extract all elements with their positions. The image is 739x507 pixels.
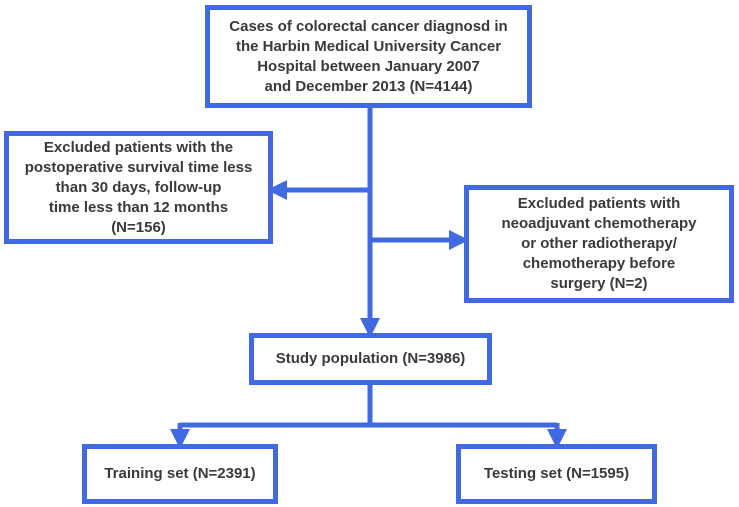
left-exclusion-line: Excluded patients with the bbox=[43, 138, 234, 156]
right-exclusion-line: chemotherapy before bbox=[522, 255, 676, 272]
training-set-label: Training set (N=2391) bbox=[104, 465, 256, 482]
right-exclusion-box: Excluded patients with neoadjuvant chemo… bbox=[464, 185, 734, 303]
left-exclusion-line: time less than 12 months bbox=[48, 198, 229, 216]
right-exclusion-line: Excluded patients with bbox=[517, 195, 681, 212]
right-exclusion-line: neoadjuvant chemotherapy bbox=[501, 215, 697, 232]
cohort-box: Cases of colorectal cancer diagnosd in t… bbox=[205, 5, 532, 108]
right-exclusion-line: or other radiotherapy/ bbox=[521, 235, 677, 252]
left-exclusion-line: postoperative survival time less bbox=[24, 158, 253, 176]
training-set-box: Training set (N=2391) bbox=[82, 444, 278, 504]
study-population-label: Study population (N=3986) bbox=[275, 350, 466, 367]
cohort-line: the Harbin Medical University Cancer bbox=[235, 37, 502, 55]
cohort-line: Cases of colorectal cancer diagnosd in bbox=[229, 17, 508, 35]
cohort-line: and December 2013 (N=4144) bbox=[264, 77, 473, 95]
testing-set-box: Testing set (N=1595) bbox=[456, 444, 657, 504]
cohort-line: Hospital between January 2007 bbox=[257, 57, 480, 75]
left-exclusion-line: (N=156) bbox=[111, 218, 166, 236]
left-exclusion-line: than 30 days, follow-up bbox=[55, 178, 222, 196]
study-population-box: Study population (N=3986) bbox=[249, 333, 492, 385]
testing-set-label: Testing set (N=1595) bbox=[483, 465, 630, 482]
right-exclusion-line: surgery (N=2) bbox=[550, 275, 648, 292]
left-exclusion-box: Excluded patients with the postoperative… bbox=[4, 131, 273, 244]
